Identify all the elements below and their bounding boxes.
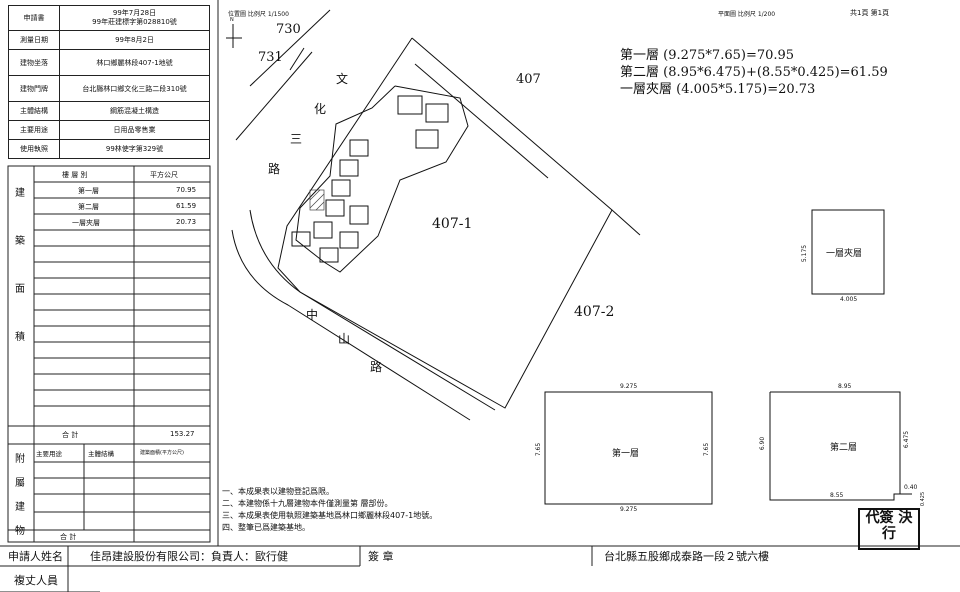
first-floor-label: 第一層 bbox=[612, 449, 640, 459]
formula: 第一層 (9.275*7.65)=70.95 bbox=[620, 48, 795, 63]
second-floor-height: 6.90 bbox=[759, 436, 767, 451]
road-char: 路 bbox=[370, 360, 383, 374]
row-label: 使用執照 bbox=[8, 139, 60, 159]
lot-label: 407-2 bbox=[574, 304, 615, 320]
lot-label: 407 bbox=[516, 72, 541, 87]
formula: 第二層 (8.95*6.475)+(8.55*0.425)=61.59 bbox=[620, 65, 888, 80]
mezzanine-rect bbox=[811, 209, 885, 295]
lot-label: 731 bbox=[258, 50, 283, 65]
second-floor-notch: 0.425 bbox=[920, 491, 927, 507]
mezzanine-width: 4.005 bbox=[840, 296, 858, 303]
second-floor-label: 第二層 bbox=[830, 443, 858, 453]
second-floor-width: 8.55 bbox=[830, 492, 844, 499]
road-char: 中 bbox=[306, 308, 319, 322]
first-floor-width: 9.275 bbox=[620, 506, 638, 513]
road-char: 三 bbox=[290, 132, 303, 146]
applicant-value: 佳昂建設股份有限公司：負責人：歐行健 bbox=[90, 550, 288, 563]
row-value: 台北縣林口鄉文化三路二段310號 bbox=[59, 75, 210, 102]
row-value: 99林使字第329號 bbox=[59, 139, 210, 159]
floor-name: 第一層 bbox=[78, 187, 99, 195]
agent-label: 複丈人員 bbox=[14, 574, 58, 587]
approval-stamp: 代簽 決行 bbox=[858, 508, 920, 550]
area-section-label: 建築 面積 bbox=[15, 188, 25, 343]
first-floor-rect bbox=[544, 391, 713, 505]
hatch-area bbox=[309, 189, 325, 211]
note: 二、本建物係十九層建物本件僅測量第 層部份。 bbox=[222, 499, 393, 508]
location-map-title: 位置圖 比例尺 1/1500 bbox=[228, 11, 289, 18]
floor-area: 20.73 bbox=[176, 218, 197, 226]
first-floor-height: 7.65 bbox=[703, 442, 711, 457]
floor-area: 61.59 bbox=[176, 202, 197, 210]
road-char: 化 bbox=[314, 102, 327, 116]
north-label: N bbox=[230, 17, 234, 23]
road-char: 路 bbox=[268, 162, 281, 176]
first-floor-width: 9.275 bbox=[620, 383, 638, 390]
address: 台北縣五股鄉成泰路一段２號六樓 bbox=[604, 550, 769, 563]
floor-name: 第二層 bbox=[78, 203, 99, 211]
annex-header-area: 建築面積(平方公尺) bbox=[140, 450, 184, 456]
page-indicator: 共1頁 第1頁 bbox=[850, 9, 890, 17]
floor-plans bbox=[544, 209, 912, 505]
road-char: 山 bbox=[338, 332, 351, 346]
note: 一、本成果表以建物登記爲限。 bbox=[222, 487, 334, 496]
floor-plan-title: 平面圖 比例尺 1/200 bbox=[718, 11, 776, 18]
second-floor-notch: 0.40 bbox=[904, 484, 918, 491]
note: 三、本成果表使用執照建築基地爲林口鄉麗林段407-1地號。 bbox=[222, 511, 438, 520]
annex-header-use: 主要用途 bbox=[36, 450, 62, 458]
location-map bbox=[231, 9, 641, 421]
first-floor-height: 7.65 bbox=[535, 442, 543, 457]
annex-section-label: 附屬 建物 bbox=[15, 454, 25, 537]
applicant-label: 申請人姓名 bbox=[8, 550, 63, 563]
north-arrow-icon bbox=[226, 24, 242, 48]
road-char: 文 bbox=[336, 72, 349, 86]
second-floor-height: 6.475 bbox=[903, 430, 911, 449]
floor-name: 一層夾層 bbox=[72, 219, 100, 227]
note: 四、整筆已爲建築基地。 bbox=[222, 523, 310, 532]
area-header-floor: 樓 層 別 bbox=[62, 171, 88, 179]
total-label: 合 計 bbox=[62, 431, 79, 439]
lot-label: 730 bbox=[276, 22, 301, 37]
floor-area: 70.95 bbox=[176, 186, 197, 194]
sign-label: 簽 章 bbox=[368, 550, 394, 563]
annex-total-label: 合 計 bbox=[60, 533, 77, 541]
total-value: 153.27 bbox=[170, 430, 195, 438]
lot-label: 407-1 bbox=[432, 216, 473, 232]
mezzanine-height: 5.175 bbox=[801, 244, 809, 263]
row-label: 建物坐落 bbox=[8, 49, 60, 76]
second-floor-width: 8.95 bbox=[838, 383, 852, 390]
second-floor-rect bbox=[769, 391, 901, 501]
area-header-unit: 平方公尺 bbox=[150, 171, 178, 179]
mezzanine-label: 一層夾層 bbox=[826, 249, 863, 259]
area-grid bbox=[7, 165, 211, 543]
formula: 一層夾層 (4.005*5.175)=20.73 bbox=[620, 82, 816, 97]
annex-header-structure: 主體結構 bbox=[88, 450, 114, 458]
